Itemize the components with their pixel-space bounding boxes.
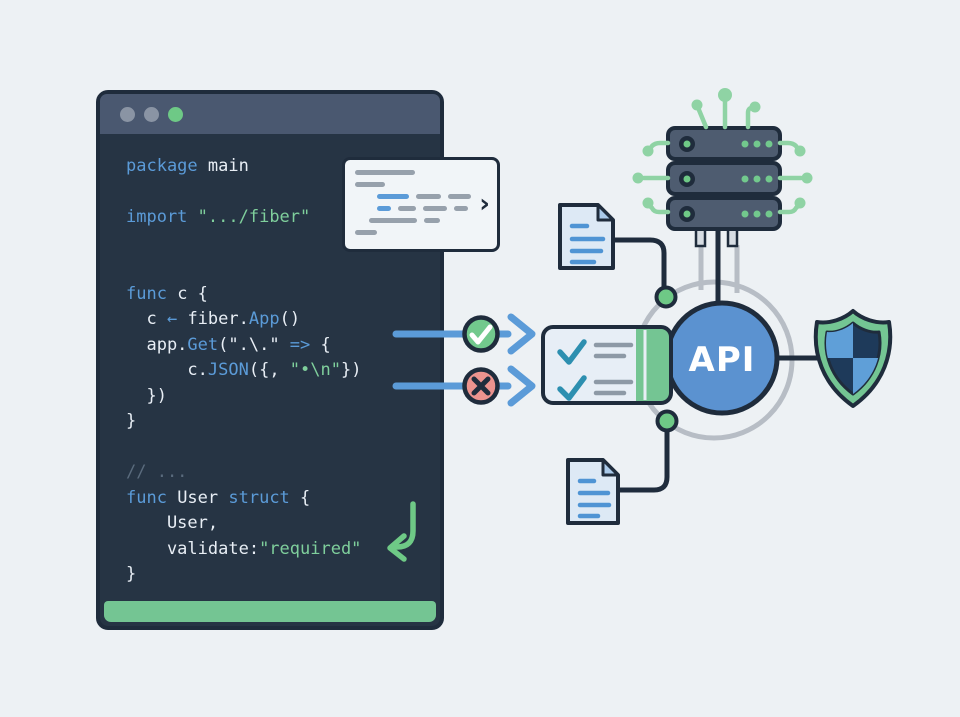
skeleton-bar [355, 182, 385, 187]
server-unit [666, 161, 782, 196]
error-flow-arrow [392, 365, 536, 407]
skeleton-bar [377, 194, 410, 199]
skeleton-bar [448, 194, 471, 199]
validation-checklist-card [541, 325, 673, 405]
skeleton-row [355, 206, 471, 211]
code-line: } [126, 564, 137, 584]
check-circle-icon [462, 315, 500, 353]
window-control-dot[interactable] [168, 106, 183, 122]
chevron-right-icon[interactable]: › [479, 188, 490, 219]
editor-status-bar [104, 601, 436, 622]
circuit-traces [632, 88, 813, 215]
code-line: func User struct { [126, 487, 311, 508]
api-label: API [689, 340, 756, 380]
code-line: app.Get(".\." => { [126, 334, 331, 355]
skeleton-row [355, 218, 471, 223]
check-icon [557, 375, 587, 401]
code-line: func c { [126, 283, 208, 304]
server-stack-icon [666, 126, 782, 231]
document-icon-top [558, 203, 615, 270]
code-line: // ... [126, 462, 188, 482]
skeleton-bar [377, 206, 391, 211]
skeleton-row [355, 170, 471, 175]
code-line: c.JSON({, "•\n"}) [126, 360, 362, 380]
window-control-dot[interactable] [144, 106, 159, 122]
skeleton-bar [398, 206, 416, 211]
code-line: validate:"required" [126, 538, 362, 559]
code-line: User, [126, 513, 219, 533]
server-unit [666, 196, 782, 231]
response-doc-connector [616, 427, 670, 493]
skeleton-row [355, 230, 471, 235]
api-hub: API [664, 300, 780, 416]
code-area: package main import ".../fiber" func c {… [100, 134, 440, 596]
skeleton-bar [355, 170, 415, 175]
skeleton-row [355, 182, 471, 187]
return-arrow-icon [387, 501, 416, 562]
request-doc-connector [610, 237, 667, 292]
security-shield-icon [813, 309, 893, 408]
popup-rows [355, 170, 471, 235]
skeleton-bar [416, 194, 442, 199]
code-line: import ".../fiber" [126, 207, 311, 227]
checklist-item [557, 375, 634, 401]
code-line: }) [126, 385, 167, 406]
server-leg [726, 227, 739, 248]
arrow-head [507, 313, 536, 355]
code-line: } [126, 411, 137, 431]
code-line: c ← fiber.App() [126, 309, 301, 329]
checklist-item [557, 339, 634, 365]
editor-title-bar [100, 94, 440, 134]
server-leg [694, 227, 707, 248]
arrow-head [507, 365, 536, 407]
node-dot-top [654, 285, 678, 309]
skeleton-bar [355, 230, 377, 235]
success-flow-arrow [392, 313, 536, 355]
skeleton-bar [423, 206, 447, 211]
window-control-dot[interactable] [120, 106, 135, 122]
check-icon [557, 339, 587, 365]
server-unit [666, 126, 782, 161]
document-icon-bottom [566, 458, 620, 525]
skeleton-row [355, 194, 471, 199]
skeleton-bar [454, 206, 468, 211]
node-dot-bottom [655, 409, 679, 433]
code-snippet-popup: › [342, 157, 500, 252]
code-line: package main [126, 156, 249, 176]
skeleton-bar [424, 218, 440, 223]
skeleton-bar [369, 218, 417, 223]
